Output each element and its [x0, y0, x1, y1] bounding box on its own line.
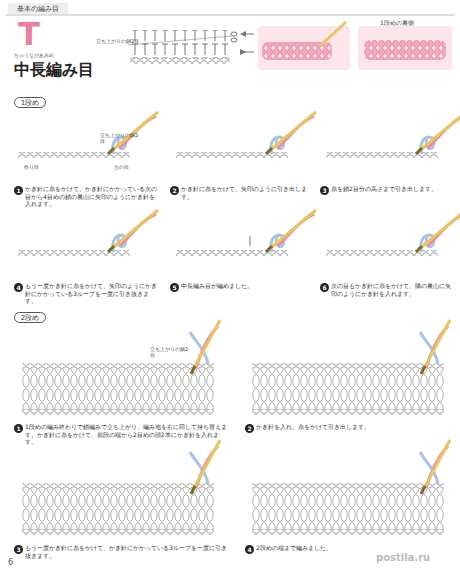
step-number: 2 [245, 424, 254, 433]
drawing-use [252, 320, 450, 415]
drawing-line [6, 15, 454, 16]
drawing-rect [130, 30, 230, 58]
ruby-reading: ちゅうながあみめ [14, 52, 54, 58]
watermark: postila.ru [376, 552, 430, 565]
step-number: 3 [14, 545, 23, 554]
callout-label: 台の目 [114, 164, 129, 170]
row-badge: 2段め [14, 312, 46, 323]
step-text: 次の目もかぎ針に糸をかけて、隣の裏山に矢印のようにかぎ針を入れます。 [331, 282, 453, 297]
drawing-use [176, 112, 316, 158]
node-text: 2段め [21, 313, 39, 323]
page-number: 6 [8, 558, 13, 568]
section-tab: 基本の編み目 [8, 3, 68, 14]
drawing-rect [358, 26, 452, 70]
callout-label: 立ち上がりの鎖2目 [96, 38, 139, 44]
node-text: 1 [16, 425, 20, 432]
step-text: 1段めの編み終わりで鎖編みで立ち上がり、編み地を右に回して持ち替えます。かぎ針に… [25, 423, 230, 446]
node-text: 基本の編み目 [17, 4, 59, 14]
drawing-use [326, 210, 460, 256]
step-text: かぎ針に糸をかけて、矢印のように引き出します。 [181, 185, 311, 200]
callout-label: 立ち上がりの鎖2目 [100, 132, 140, 145]
node-text: 3 [322, 187, 326, 194]
callout-label: 立ち上がりの鎖2目 [150, 346, 190, 359]
drawing-ellipse [231, 32, 237, 36]
step-number: 2 [170, 186, 179, 195]
drawing-ellipse [231, 38, 237, 42]
drawing-use [18, 210, 158, 256]
node-text: 1段め [21, 98, 39, 108]
step-text: 中長編み目が編めました。 [181, 282, 311, 290]
node-text: 6 [322, 284, 326, 291]
drawing-path [240, 31, 246, 55]
title: 中長編み目 [14, 60, 94, 80]
node-text: 5 [172, 284, 176, 291]
node-text: 3 [16, 546, 20, 553]
callout-label: 作り目 [24, 164, 39, 170]
drawing-line [128, 36, 232, 45]
step-number: 4 [14, 283, 23, 292]
step-text: もう一度かぎ針に糸をかけて、矢印のようにかぎ針にかかっている3ループを一度に引き… [25, 282, 160, 305]
drawing-use [252, 440, 450, 535]
symbol-letter: T [18, 18, 40, 50]
drawing-path [250, 236, 251, 246]
step-text: もう一度かぎ針に糸をかけて、かぎ針にかかっている3ループを一度に引き抜きます。 [25, 544, 230, 559]
node-text: 4 [247, 546, 251, 553]
drawing-line [240, 52, 254, 53]
node-text: 2 [247, 425, 251, 432]
row-badge: 1段め [14, 97, 46, 108]
step-text: 2段めの端まで編みました。 [256, 544, 406, 552]
drawing-use [176, 210, 316, 256]
step-number: 1 [14, 424, 23, 433]
drawing-line [246, 34, 254, 35]
step-text: かぎ針に糸をかけて、かぎ針にかかっている次の目から4目めの鎖の裏山に矢印のように… [25, 185, 160, 208]
node-text: 2 [172, 187, 176, 194]
step-text: かぎ針を入れ、糸をかけて引き出します。 [256, 423, 446, 431]
photo-caption: 1段めの裏側 [380, 19, 414, 27]
drawing-use [18, 112, 158, 158]
step-number: 1 [14, 186, 23, 195]
step-text: 糸を鎖2目分の高さまで引き出します。 [331, 185, 453, 193]
step-number: 4 [245, 545, 254, 554]
step-number: 5 [170, 283, 179, 292]
drawing-line [320, 22, 346, 46]
step-number: 3 [320, 186, 329, 195]
drawing-use [22, 320, 220, 415]
drawing-rect [364, 40, 446, 60]
step-number: 6 [320, 283, 329, 292]
drawing-rect [130, 58, 230, 64]
drawing-use [326, 112, 460, 158]
node-text: 1 [16, 187, 20, 194]
drawing-use [22, 440, 220, 535]
node-text: 4 [16, 284, 20, 291]
